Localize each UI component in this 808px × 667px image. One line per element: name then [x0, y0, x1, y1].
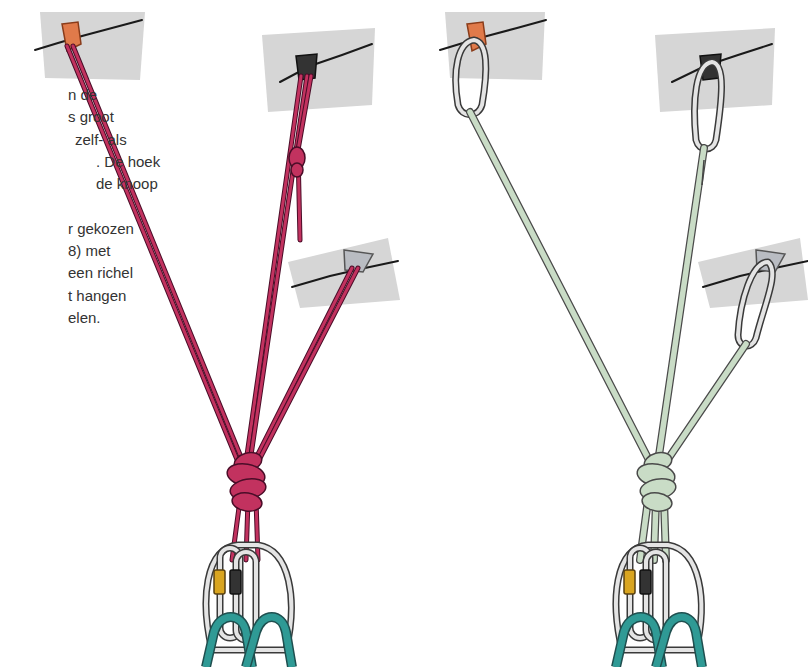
- cord-strand: [254, 268, 352, 462]
- sling-strand: [470, 112, 650, 462]
- cord-strand: [254, 268, 352, 462]
- cord-strand: [67, 46, 238, 462]
- text-fragment: t hangen: [68, 287, 126, 305]
- carabiner: [738, 262, 772, 346]
- rope-loop: [246, 617, 292, 667]
- belay-carabiners-right: [616, 545, 702, 667]
- text-fragment: een richel: [68, 264, 133, 282]
- carabiner: [695, 62, 722, 149]
- text-fragment: zelf- als: [75, 131, 127, 149]
- text-fragment: elen.: [68, 309, 101, 327]
- cord-strand: [67, 46, 238, 462]
- text-fragment: . De hoek: [96, 153, 160, 171]
- cordelette: [67, 46, 358, 560]
- locking-sleeve: [640, 570, 651, 594]
- sling: [470, 112, 746, 560]
- rock-face: [655, 28, 775, 112]
- rock-crack: [280, 44, 372, 82]
- text-fragment: s groot: [68, 108, 114, 126]
- cord-strand: [246, 76, 301, 462]
- locking-sleeve: [624, 570, 635, 594]
- carabiner: [456, 40, 486, 115]
- locking-sleeve: [214, 570, 225, 594]
- rope-loop: [656, 617, 702, 667]
- rock-faces-left: [35, 12, 400, 308]
- piece-carabiners: [456, 40, 773, 346]
- carabiner: [738, 262, 772, 346]
- belay-carabiners-left: [206, 545, 292, 667]
- sling-strand: [470, 112, 650, 462]
- rock-face: [262, 28, 375, 112]
- rock-crack: [35, 20, 142, 50]
- text-fragment: n de: [68, 86, 97, 104]
- cord-strand: [258, 268, 358, 462]
- text-fragment: 8) met: [68, 242, 111, 260]
- master-knot: [641, 491, 673, 513]
- text-fragment: r gekozen: [68, 220, 134, 238]
- sling-strand: [666, 344, 746, 462]
- text-fragment: de knoop: [96, 175, 158, 193]
- sling-stitching: [702, 160, 704, 185]
- locking-sleeve: [230, 570, 241, 594]
- cord-strand: [258, 268, 358, 462]
- rope-loop: [246, 617, 292, 667]
- carabiner: [695, 62, 722, 149]
- rock-face: [40, 12, 145, 80]
- carabiner: [456, 40, 486, 115]
- rope-loop: [656, 617, 702, 667]
- cord-strand: [246, 76, 301, 462]
- rock-crack: [440, 20, 546, 50]
- master-knot: [231, 491, 263, 513]
- sling-strand: [666, 344, 746, 462]
- figure-eight-knot: [291, 163, 303, 177]
